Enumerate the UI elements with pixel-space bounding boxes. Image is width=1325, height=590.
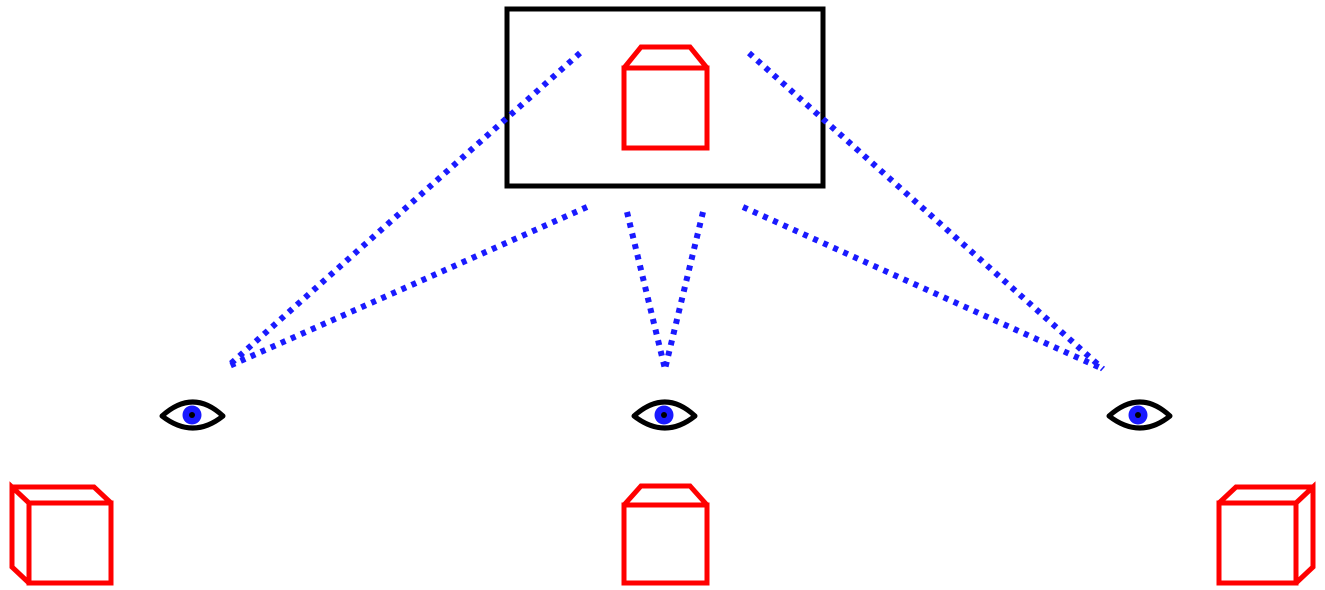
eye-icon-right (1106, 399, 1173, 431)
cube-icon-right (1216, 481, 1316, 586)
sight-line-left-lower (225, 204, 589, 370)
sight-line-right-upper (747, 50, 1105, 372)
sight-lines-left (225, 50, 589, 370)
sight-line-center-left (624, 211, 668, 370)
sight-lines-center (624, 211, 706, 370)
sight-line-left-upper (225, 50, 582, 370)
sight-lines-right (741, 50, 1105, 372)
eye-icon-center (631, 399, 698, 431)
sight-line-right-lower (741, 204, 1105, 372)
cube-icon-center (621, 483, 710, 586)
screen-frame (504, 6, 826, 189)
cube-icon-left (9, 481, 114, 586)
sight-line-center-right (662, 211, 706, 370)
eye-icon-left (159, 399, 226, 431)
screen-cube-icon (621, 44, 710, 151)
